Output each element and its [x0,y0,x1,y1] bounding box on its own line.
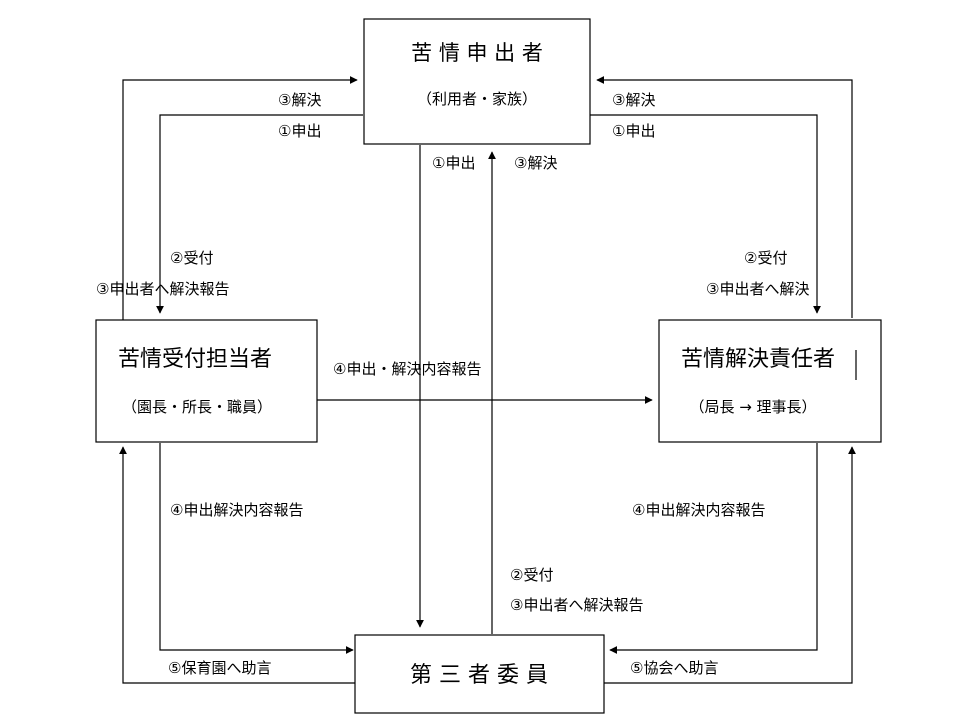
label-right-resolve: ③解決 [612,91,655,109]
arrow-resolver-to-third-party-report [609,443,818,654]
arrow-complainant-to-resolver-submit [590,114,821,314]
label-lower-right-report: ④申出解決内容報告 [632,501,765,519]
label-third-receive: ②受付 [510,566,553,584]
label-advice-nursery: ⑤保育園へ助言 [168,659,271,677]
label-third-report: ③申出者へ解決報告 [510,596,643,614]
arrow-receiver-to-complainant-resolve [122,76,358,320]
label-left-submit: ①申出 [278,122,321,140]
arrow-third-party-to-resolver-advice [604,446,856,684]
arrow-complainant-to-receiver-submit [156,114,363,314]
label-left-report: ③申出者へ解決報告 [96,280,229,298]
complainant-box: 苦 情 申 出 者 （利用者・家族） [363,18,591,145]
receiver-title: 苦情受付担当者 [118,347,272,372]
label-advice-association: ⑤協会へ助言 [630,659,718,677]
complainant-title: 苦 情 申 出 者 [411,41,543,65]
label-left-resolve: ③解決 [278,91,321,109]
label-center-resolve: ③解決 [514,154,557,172]
complainant-subtitle: （利用者・家族） [417,90,537,108]
label-middle-report: ④申出・解決内容報告 [333,360,481,378]
receiver-subtitle: （園長・所長・職員） [122,398,272,416]
label-left-receive: ②受付 [170,249,213,267]
arrow-resolver-to-complainant-resolve [596,76,853,318]
resolver-title: 苦情解決責任者 [681,347,835,372]
third-party-box: 第 三 者 委 員 [354,634,605,714]
label-right-receive: ②受付 [744,249,787,267]
label-right-submit: ①申出 [612,122,655,140]
third-party-title: 第 三 者 委 員 [410,663,548,688]
arrow-third-party-to-receiver-advice [119,446,355,684]
label-lower-left-report: ④申出解決内容報告 [170,501,303,519]
receiver-box: 苦情受付担当者 （園長・所長・職員） [95,319,318,443]
resolver-box: 苦情解決責任者 （局長 → 理事長） [658,319,882,443]
label-center-submit: ①申出 [432,154,475,172]
resolver-subtitle: （局長 → 理事長） [689,398,816,416]
arrow-receiver-to-third-party-report [159,443,354,654]
label-right-report: ③申出者へ解決 [706,280,809,298]
